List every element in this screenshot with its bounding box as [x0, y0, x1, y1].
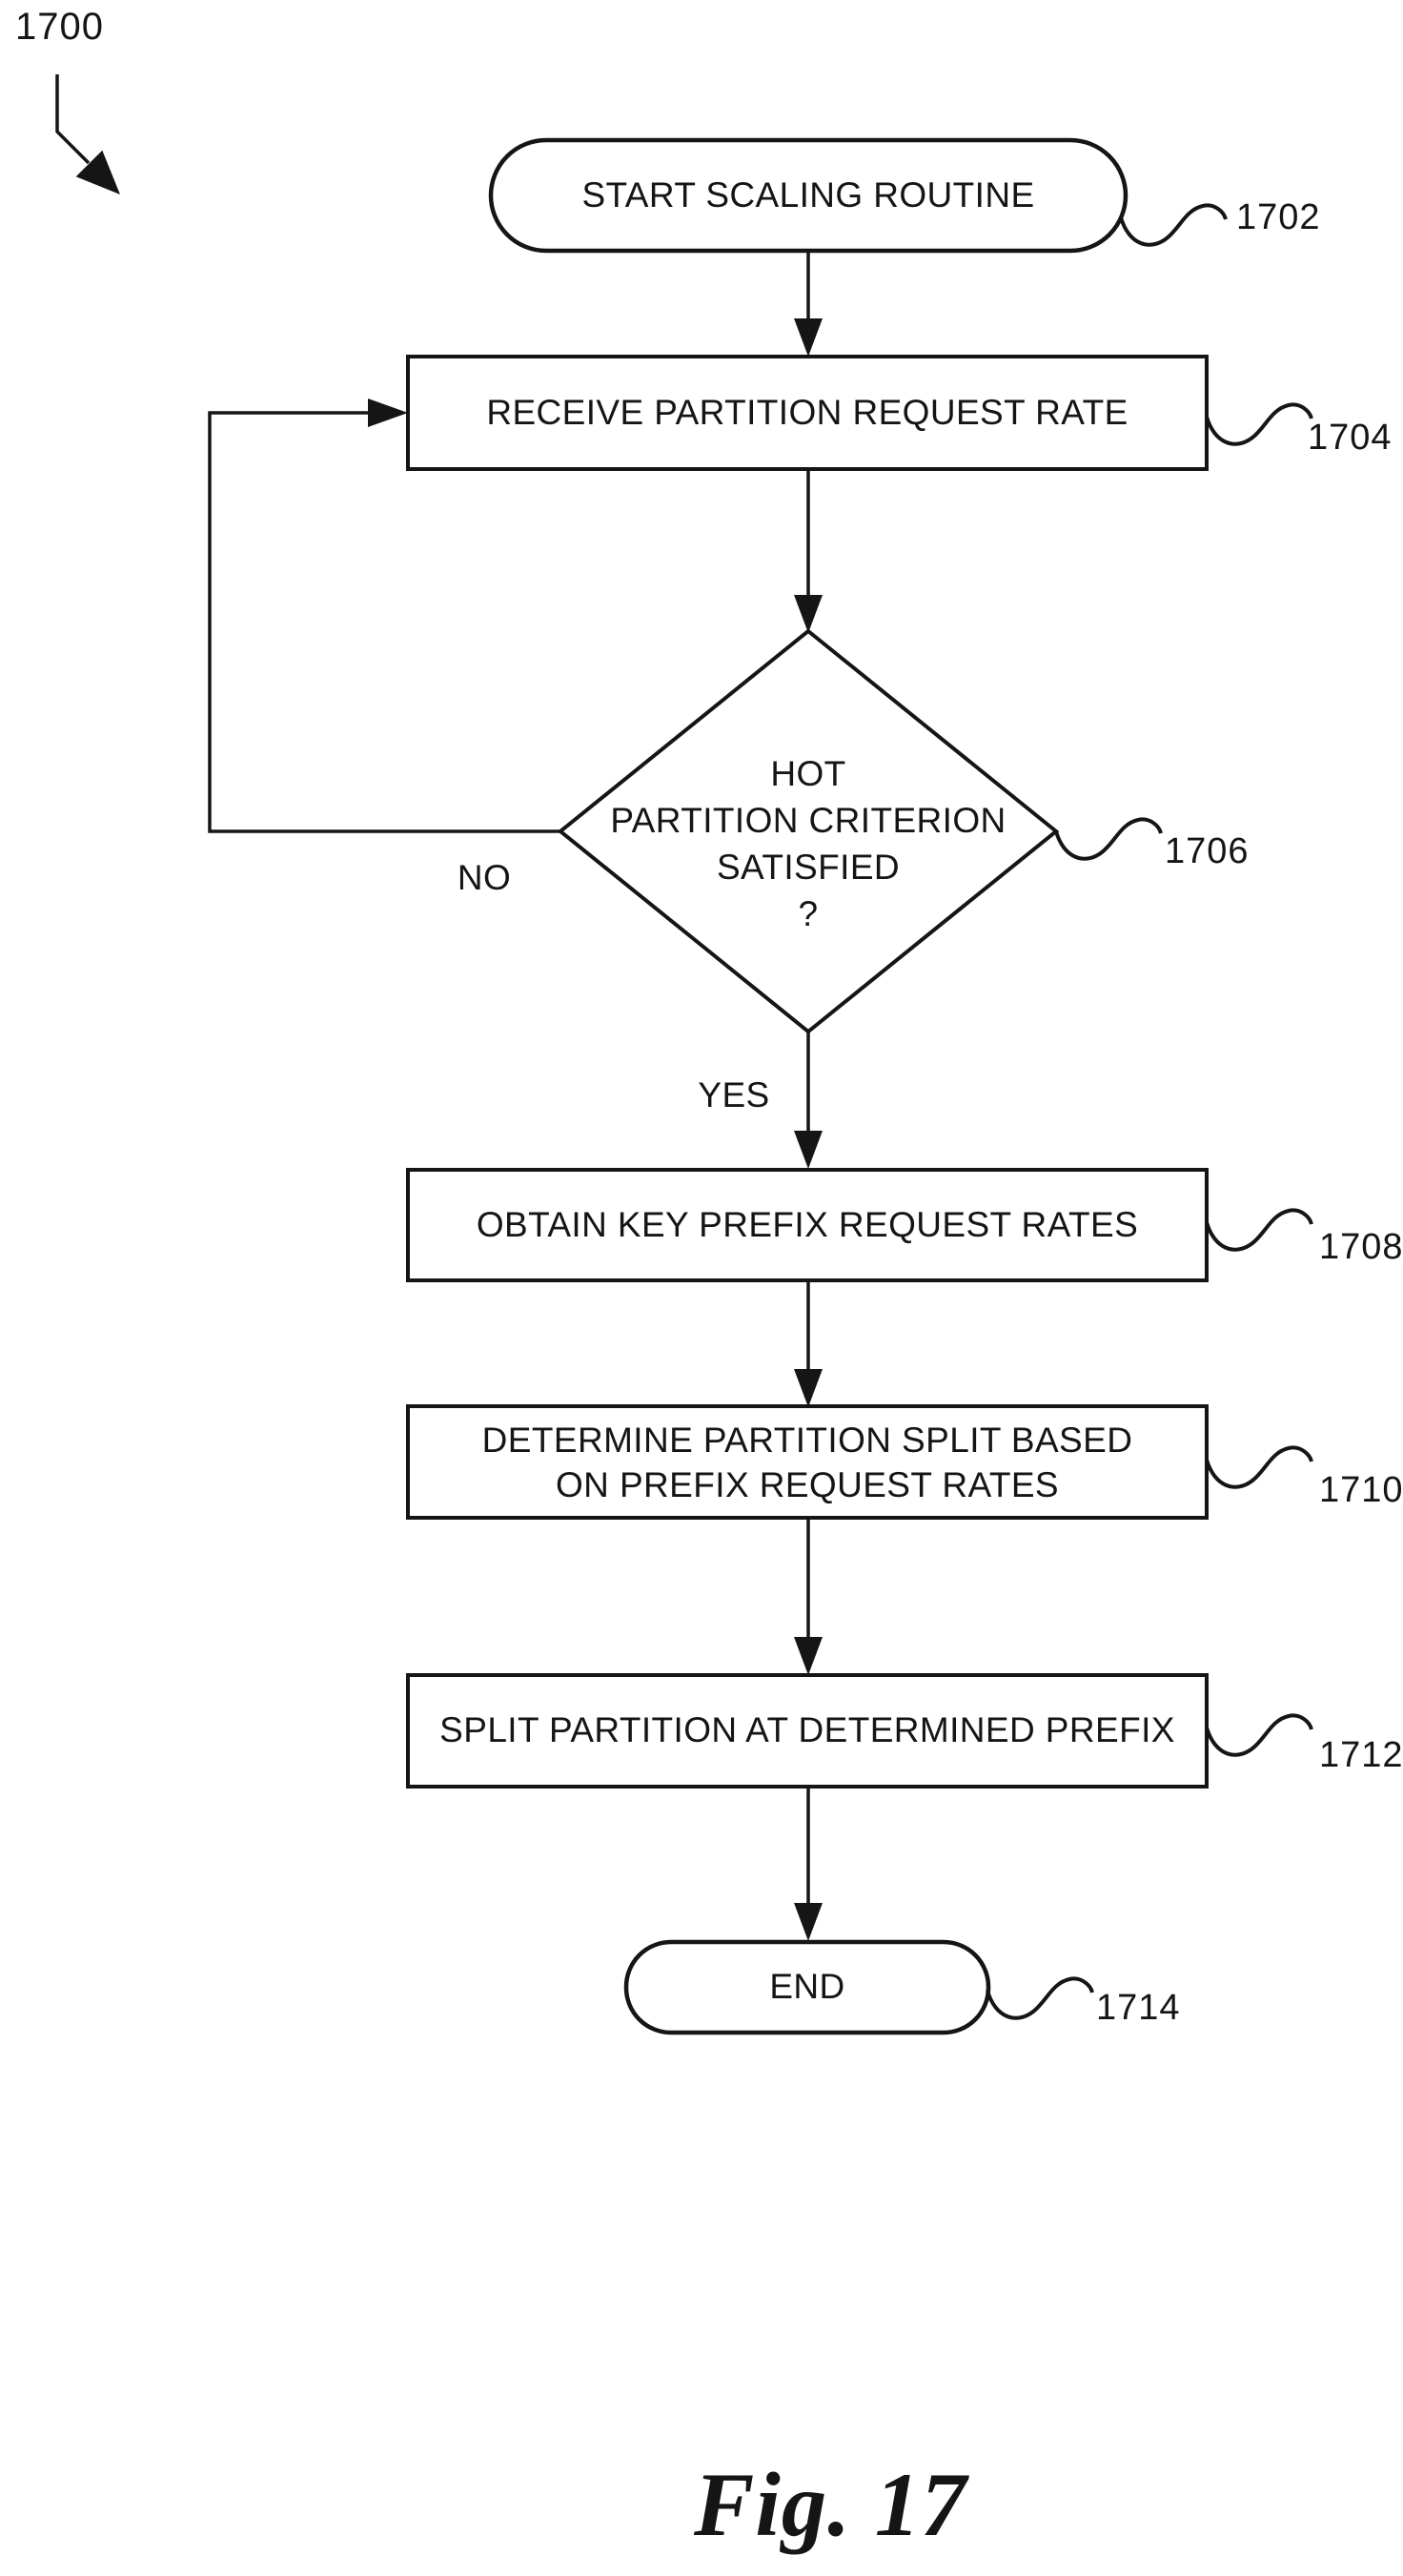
flow-arrow-receive-to-decision	[794, 469, 823, 633]
start-terminal-label: START SCALING ROUTINE	[581, 174, 1035, 215]
ref-label-1702: 1702	[1236, 197, 1321, 237]
end-terminal-shape	[623, 1939, 991, 2035]
yes-flow-arrow-decision-to-obtain	[794, 1032, 823, 1169]
yes-branch-label: YES	[698, 1074, 770, 1114]
ref-label-1710: 1710	[1319, 1470, 1403, 1510]
no-branch-label: NO	[457, 857, 512, 897]
ref-connector-1712	[1205, 1713, 1313, 1757]
no-loop-connector	[208, 399, 560, 833]
decision-line-1: HOT	[770, 754, 846, 793]
ref-connector-1714	[986, 1976, 1094, 2020]
ref-label-1712: 1712	[1319, 1735, 1403, 1775]
ref-connector-1704	[1205, 402, 1313, 446]
ref-connector-1706	[1054, 817, 1163, 861]
decision-line-4: ?	[798, 894, 819, 933]
ref-connector-1702	[1119, 203, 1228, 247]
figure-caption: Fig. 17	[694, 2454, 967, 2555]
ref-label-1704: 1704	[1308, 418, 1393, 458]
ref-label-1708: 1708	[1319, 1227, 1403, 1267]
split-process-label: SPLIT PARTITION AT DETERMINED PREFIX	[439, 1710, 1175, 1750]
flow-arrow-split-to-end	[794, 1787, 823, 1941]
flow-arrow-obtain-to-determine	[794, 1280, 823, 1407]
determine-process-label: DETERMINE PARTITION SPLIT BASED ON PREFI…	[408, 1406, 1207, 1518]
decision-line-2: PARTITION CRITERION	[610, 801, 1006, 840]
figure-ref-arrow-1700	[55, 74, 120, 194]
ref-label-1714: 1714	[1096, 1988, 1181, 2028]
ref-connector-1710	[1205, 1445, 1313, 1489]
decision-diamond-label: HOT PARTITION CRITERION SATISFIED ?	[560, 734, 1056, 953]
determine-line-1: DETERMINE PARTITION SPLIT BASED	[481, 1420, 1133, 1460]
end-terminal-label: END	[769, 1967, 845, 2007]
receive-process-label: RECEIVE PARTITION REQUEST RATE	[486, 392, 1128, 432]
ref-label-1706: 1706	[1165, 831, 1250, 871]
determine-line-2: ON PREFIX REQUEST RATES	[556, 1464, 1059, 1504]
decision-line-3: SATISFIED	[716, 848, 901, 887]
flow-arrow-determine-to-split	[794, 1518, 823, 1675]
figure-ref-label: 1700	[15, 6, 104, 48]
obtain-process-label: OBTAIN KEY PREFIX REQUEST RATES	[476, 1204, 1139, 1244]
ref-connector-1708	[1205, 1208, 1313, 1252]
flow-arrow-start-to-receive	[794, 251, 823, 357]
